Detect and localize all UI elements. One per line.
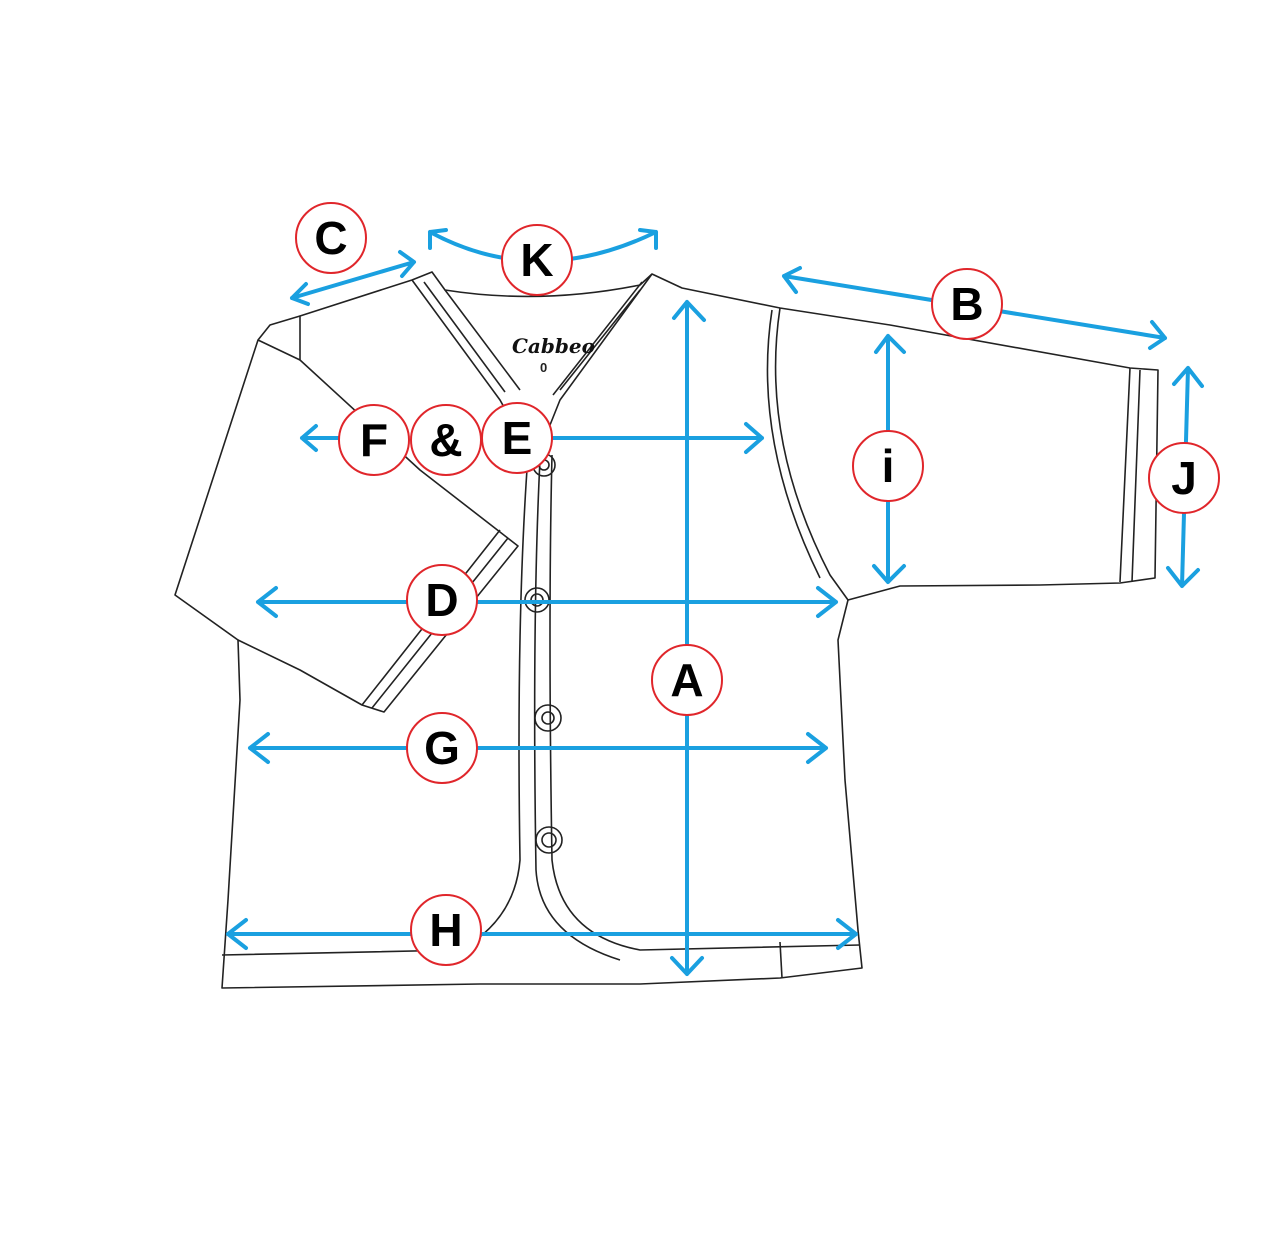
arrow-h (226, 918, 858, 950)
label-e: E (481, 402, 553, 474)
label-h: H (410, 894, 482, 966)
shirt-outline (174, 271, 1159, 989)
arrow-c (290, 250, 416, 306)
label-i: i (852, 430, 924, 502)
brand-logo: Cabbeo (512, 334, 595, 358)
label-j: J (1148, 442, 1220, 514)
label-amp: & (410, 404, 482, 476)
arrow-d (256, 586, 838, 618)
arrow-fe (300, 422, 764, 454)
label-d: D (406, 564, 478, 636)
label-a: A (651, 644, 723, 716)
label-f: F (338, 404, 410, 476)
arrow-a (670, 300, 706, 976)
label-g: G (406, 712, 478, 784)
size-tag: 0 (540, 360, 548, 375)
label-c: C (295, 202, 367, 274)
measurement-arrows (226, 228, 1204, 976)
arrow-g (248, 732, 828, 764)
label-k: K (501, 224, 573, 296)
label-b: B (931, 268, 1003, 340)
